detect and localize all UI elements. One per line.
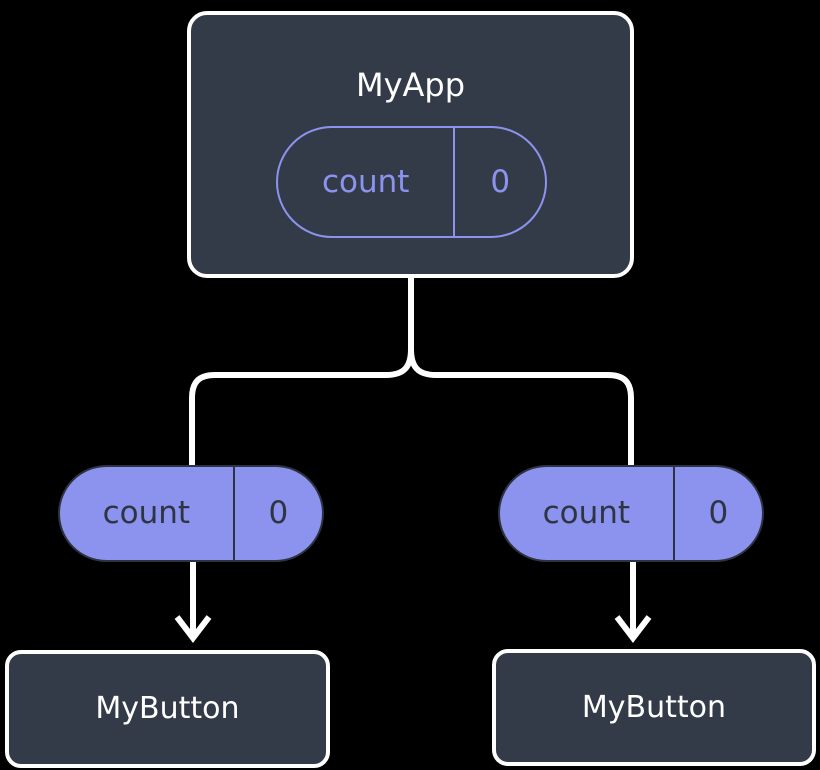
state-pill-key: count: [102, 495, 191, 531]
arrow-head-right: [614, 615, 652, 643]
arrow-head-left: [174, 615, 212, 643]
component-box-mybutton-right[interactable]: MyButton: [492, 649, 816, 766]
component-title-myapp: MyApp: [355, 66, 466, 104]
state-pill-key: count: [321, 163, 410, 200]
component-title-mybutton: MyButton: [581, 689, 727, 725]
fork-branch-left: [189, 348, 414, 466]
state-pill-branch-left[interactable]: count 0: [58, 465, 324, 562]
fork-branch-right: [408, 348, 634, 466]
component-title-mybutton: MyButton: [95, 691, 240, 726]
state-pill-value: 0: [232, 467, 322, 560]
state-pill-value: 0: [672, 467, 762, 560]
component-box-mybutton-left[interactable]: MyButton: [5, 650, 330, 768]
state-pill-branch-right[interactable]: count 0: [498, 465, 764, 562]
state-pill-myapp[interactable]: count 0: [276, 126, 547, 238]
state-pill-value: 0: [453, 128, 545, 236]
state-pill-key: count: [542, 495, 631, 531]
